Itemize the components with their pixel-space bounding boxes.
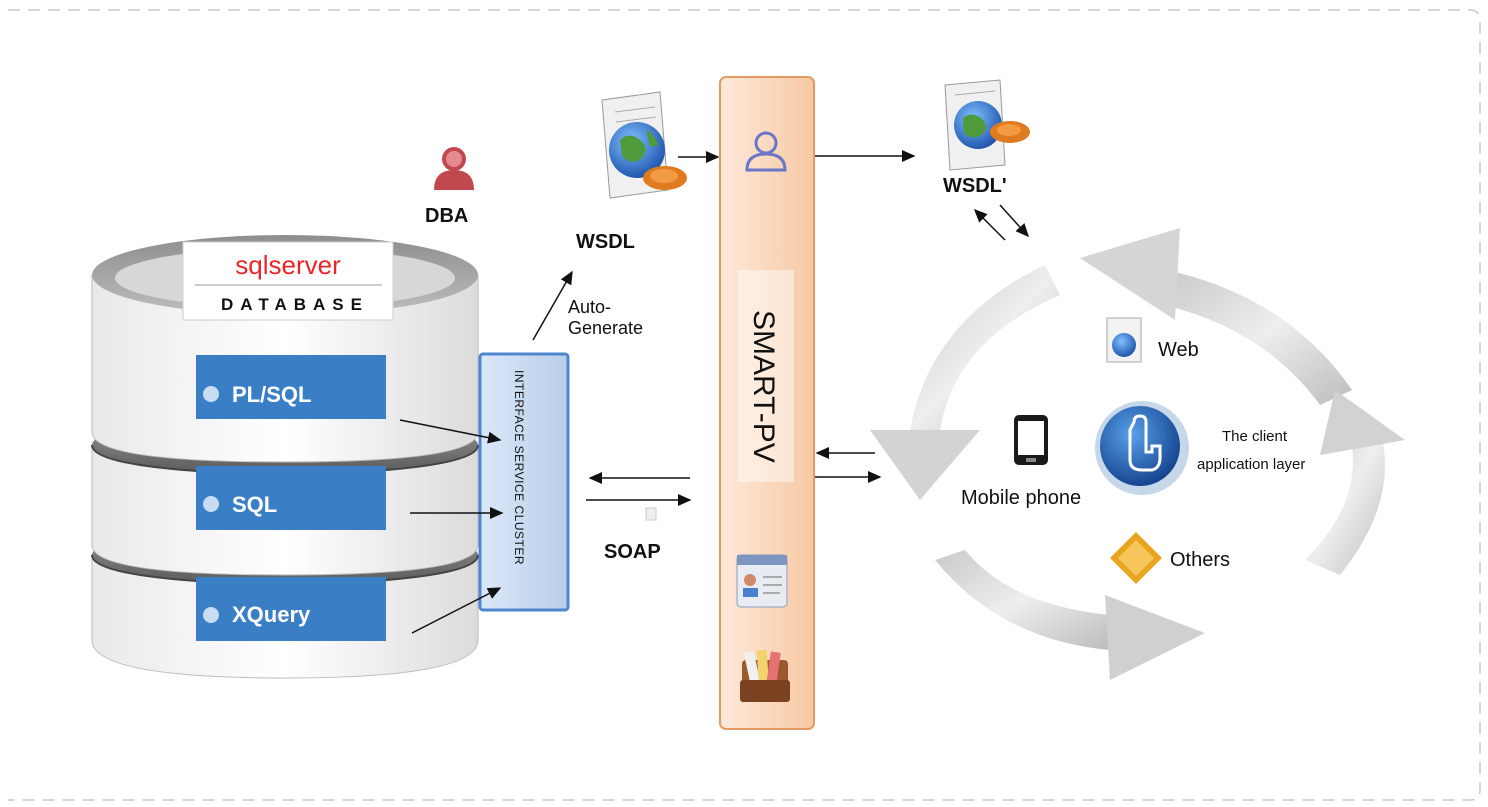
arrow-wsdl2-up <box>973 208 1006 241</box>
client-layer-line2: application layer <box>1197 456 1305 473</box>
database-subtitle-text: DATABASE <box>221 295 369 314</box>
interface-cluster-label: INTERFACE SERVICE CLUSTER <box>512 370 526 565</box>
database-brand-box: sqlserver DATABASE <box>182 241 394 321</box>
client-layer-line1: The client <box>1222 428 1288 445</box>
database-brand-text: sqlserver <box>235 250 341 280</box>
smart-pv-label: SMART-PV <box>747 310 780 463</box>
others-diamond-icon <box>1110 532 1162 584</box>
pointing-hand-icon <box>1095 401 1189 495</box>
wsdl-globe-doc-icon <box>601 91 687 199</box>
contact-card-icon <box>736 554 788 608</box>
mobile-label: Mobile phone <box>961 487 1081 509</box>
arrow-plsql-to-cluster <box>399 419 502 444</box>
smart-pv-bar: SMART-PV <box>719 76 815 730</box>
layer-sql: SQL <box>196 466 386 530</box>
layer-sql-label: SQL <box>232 492 277 517</box>
web-doc-icon <box>1106 317 1142 363</box>
wsdl-globe-doc-icon <box>944 79 1030 171</box>
layer-plsql: PL/SQL <box>196 355 386 419</box>
layer-plsql-label: PL/SQL <box>232 382 311 407</box>
arrow-xquery-to-cluster <box>411 587 502 634</box>
wsdl-left-label: WSDL <box>576 231 635 253</box>
auto-generate-line2: Generate <box>568 318 643 338</box>
others-label: Others <box>1170 549 1230 571</box>
dba-label: DBA <box>425 205 468 227</box>
soap-label: SOAP <box>604 541 661 563</box>
client-cycle-arrows <box>870 228 1405 680</box>
soap-envelope-icon <box>645 507 657 521</box>
arrow-wsdl2-down <box>999 204 1030 238</box>
interface-service-cluster: INTERFACE SERVICE CLUSTER <box>478 352 570 612</box>
mobile-phone-icon <box>1014 415 1048 465</box>
layer-xquery: XQuery <box>196 577 386 641</box>
wsdl-right-label: WSDL' <box>943 175 1007 197</box>
arrow-auto-generate <box>532 270 573 341</box>
web-label: Web <box>1158 339 1199 361</box>
briefcase-files-icon <box>740 649 790 702</box>
auto-generate-line1: Auto- <box>568 297 611 317</box>
layer-xquery-label: XQuery <box>232 602 311 627</box>
person-icon <box>434 147 474 190</box>
user-avatar-icon <box>745 131 787 172</box>
